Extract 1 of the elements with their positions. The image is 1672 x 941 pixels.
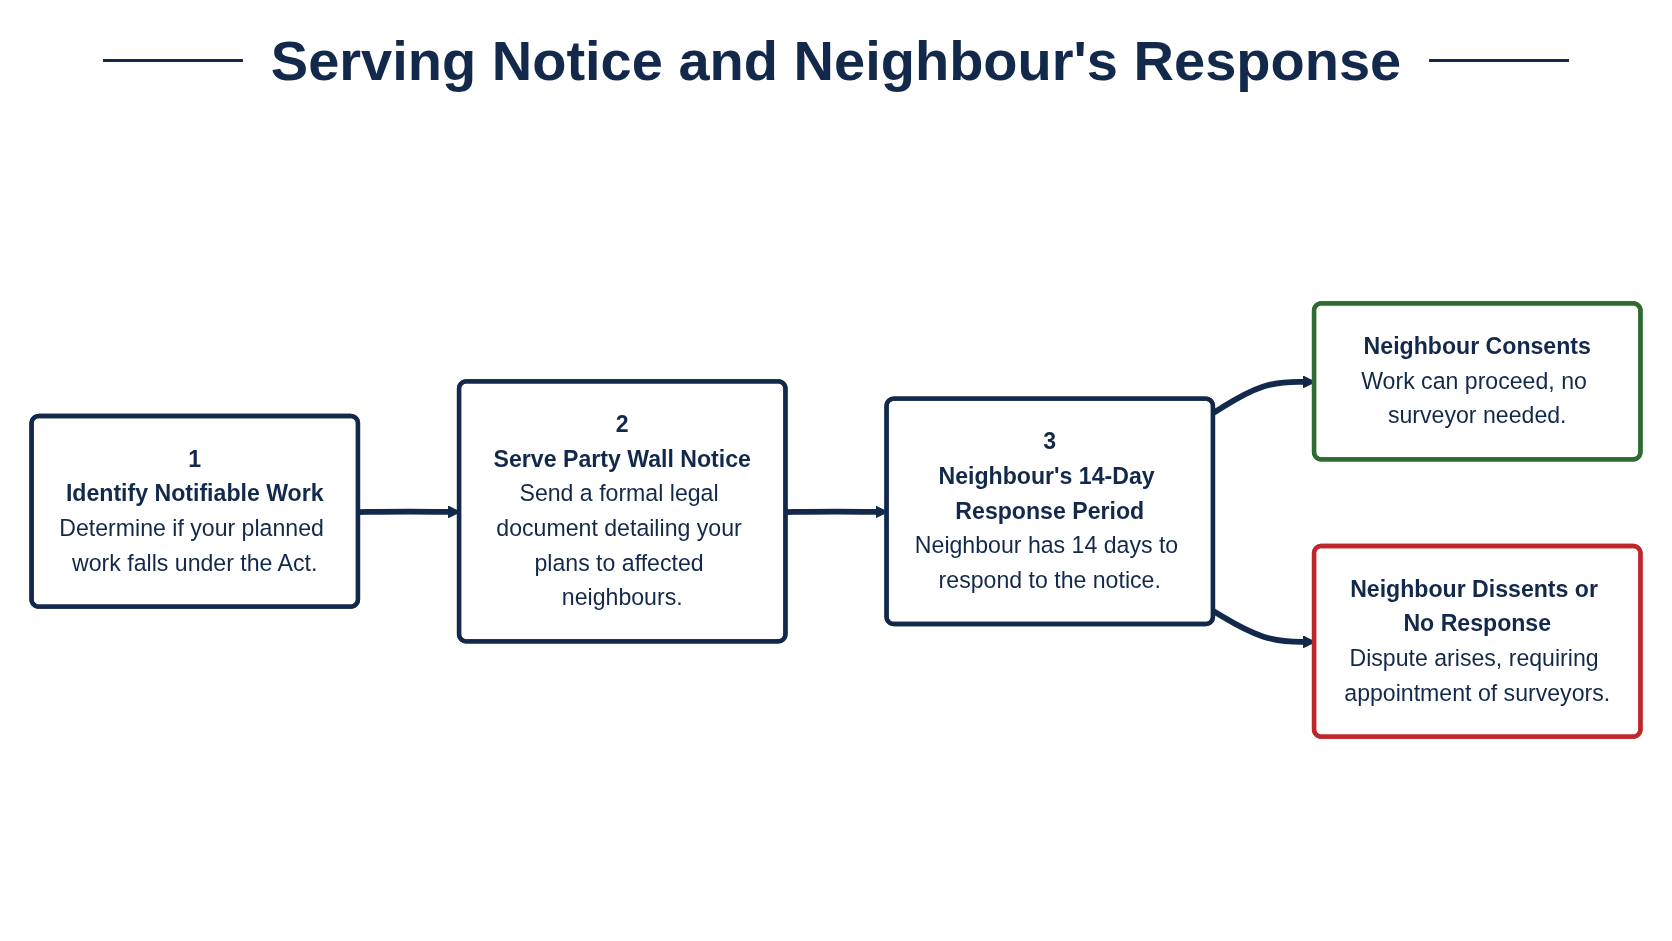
title: Serving Notice and Neighbour's Response [270, 27, 1402, 93]
